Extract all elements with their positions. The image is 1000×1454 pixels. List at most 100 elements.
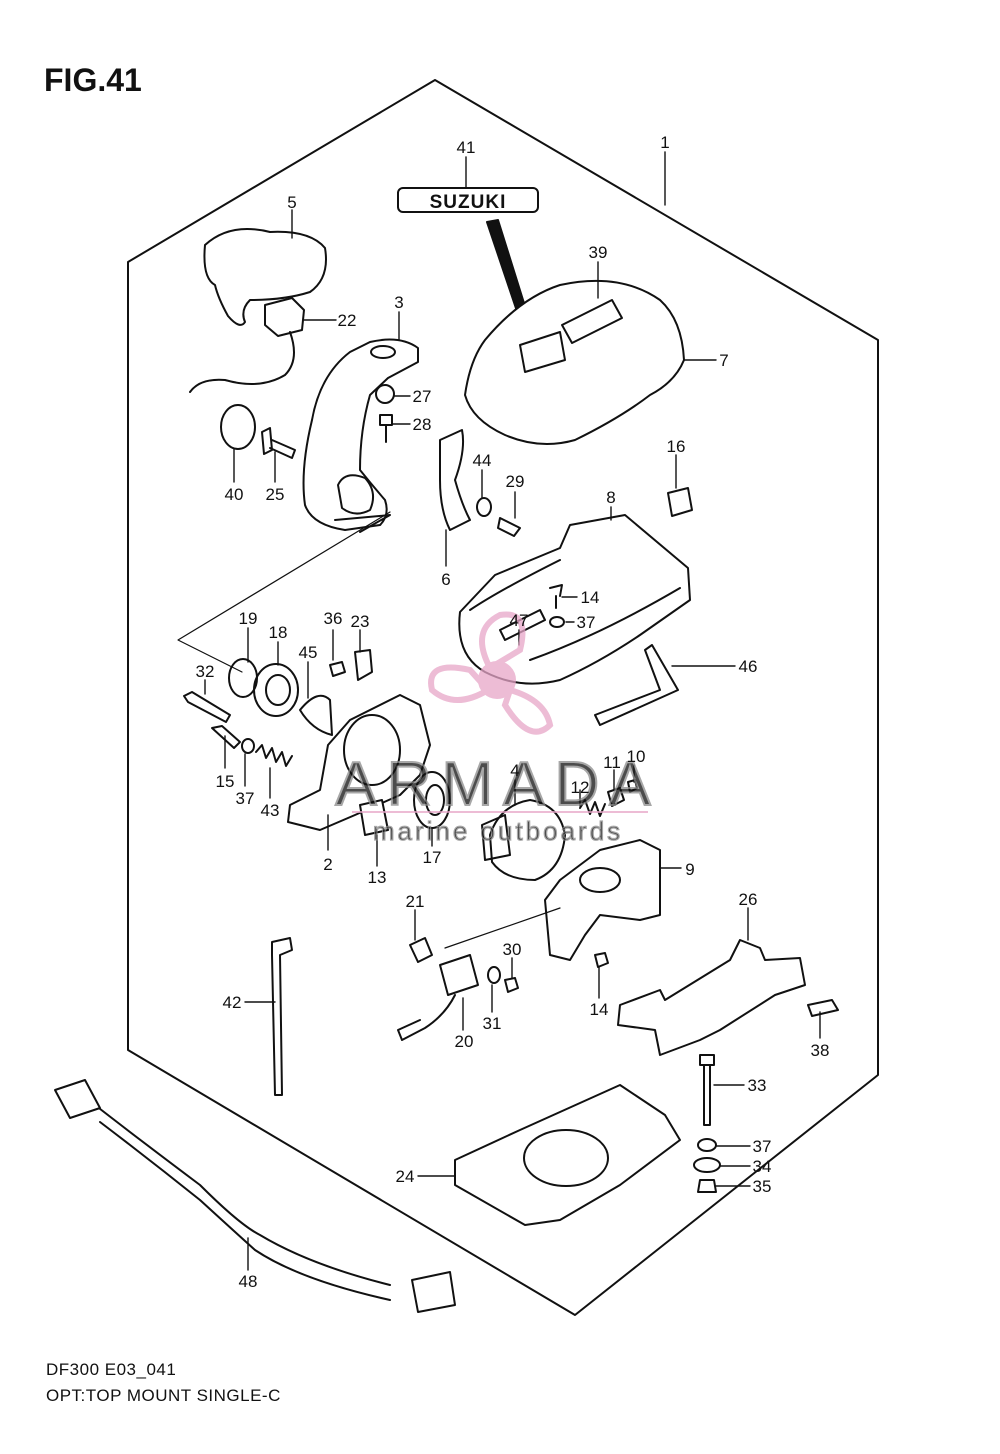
assembly-guide-lever: [177, 511, 391, 673]
callout-3: 3: [394, 293, 403, 312]
part-36-screw: [329, 661, 346, 677]
callout-4: 4: [510, 761, 519, 780]
watermark-propeller-blade-a: [479, 611, 526, 673]
callout-38: 38: [811, 1041, 830, 1060]
part-3-pivot-boss: [370, 345, 396, 359]
part-44-washer: [476, 497, 492, 517]
part-3-lever-arm: [302, 338, 419, 531]
callout-23: 23: [351, 612, 370, 631]
assembly-outline: [127, 79, 879, 1316]
part-6-bracket: [439, 429, 471, 531]
part-28-screw: [379, 414, 393, 443]
part-19-snap-ring: [228, 658, 258, 698]
part-24-center-hole: [523, 1129, 609, 1187]
callout-15: 15: [216, 772, 235, 791]
part-14a-screw: [549, 584, 563, 609]
callout-40: 40: [225, 485, 244, 504]
callout-27: 27: [413, 387, 432, 406]
callout-14a: 14: [581, 588, 600, 607]
armada-watermark: ARMADA marine outboards: [334, 611, 652, 847]
part-43-spring: [255, 744, 293, 767]
callout-16: 16: [667, 437, 686, 456]
callout-46: 46: [739, 657, 758, 676]
part-32-bolt: [183, 691, 231, 723]
part-10-pin: [627, 779, 638, 793]
callout-6: 6: [441, 570, 450, 589]
part-21-fitting: [409, 937, 433, 963]
callout-32: 32: [196, 662, 215, 681]
callout-42: 42: [223, 993, 242, 1012]
part-18-washer: [253, 663, 299, 717]
callout-31: 31: [483, 1014, 502, 1033]
callout-12: 12: [571, 778, 590, 797]
callout-28: 28: [413, 415, 432, 434]
callout-10: 10: [627, 747, 646, 766]
callout-47: 47: [510, 611, 529, 630]
part-38-bolt: [807, 999, 839, 1017]
part-20-sensor: [439, 954, 479, 996]
assembly-guide-sensor: [444, 907, 561, 949]
callout-33: 33: [748, 1076, 767, 1095]
part-16-clip: [667, 487, 693, 517]
callout-19: 19: [239, 609, 258, 628]
callout-30: 30: [503, 940, 522, 959]
part-30-screw: [504, 977, 519, 993]
part-47-strip: [499, 609, 546, 641]
part-20-lead: [397, 994, 456, 1041]
callout-29: 29: [506, 472, 525, 491]
callout-36: 36: [324, 609, 343, 628]
part-7-top-cover: [464, 279, 685, 445]
callout-11: 11: [603, 753, 621, 772]
part-15-bolt: [211, 725, 241, 749]
callout-24: 24: [396, 1167, 415, 1186]
callout-37c: 37: [753, 1137, 772, 1156]
part-29-screw: [497, 517, 521, 537]
part-17-ring-hole: [425, 784, 445, 816]
part-18-washer-hole: [265, 674, 291, 706]
part-22-wire: [189, 331, 295, 393]
watermark-propeller-blade-b: [428, 664, 493, 703]
callout-35: 35: [753, 1177, 772, 1196]
figure-code: DF300 E03_041: [46, 1360, 177, 1379]
callout-43: 43: [261, 801, 280, 820]
callout-14b: 14: [590, 1000, 609, 1019]
watermark-propeller-blade-c: [501, 686, 554, 735]
part-40-o-ring: [220, 404, 256, 450]
callout-9: 9: [685, 860, 694, 879]
part-2-bore: [343, 714, 401, 786]
part-9-frame: [544, 839, 661, 961]
part-4-pinion: [481, 814, 511, 861]
callout-26: 26: [739, 890, 758, 909]
part-33-bolt: [699, 1054, 715, 1126]
callout-8: 8: [606, 488, 615, 507]
part-9-bore: [579, 867, 621, 893]
callout-22: 22: [338, 311, 357, 330]
badge-logo-text: SUZUKI: [430, 192, 507, 213]
figure-description: OPT:TOP MOUNT SINGLE-C: [46, 1386, 281, 1405]
part-39-shift-label: [561, 299, 623, 344]
part-8-housing: [458, 514, 691, 685]
part-3-splined-hub: [337, 474, 375, 515]
part-42-cable-tie: [271, 937, 293, 1096]
part-25-bolt: [261, 427, 296, 459]
part-8-inner-edge: [469, 559, 681, 661]
part-27-washer: [375, 384, 395, 404]
part-34-washer: [693, 1157, 721, 1173]
callout-13: 13: [368, 868, 387, 887]
part-24-base-plate: [454, 1084, 681, 1226]
part-11-block: [607, 787, 625, 807]
part-13-block: [359, 799, 389, 836]
callout-45: 45: [299, 643, 318, 662]
part-48-harness: [94, 1104, 391, 1286]
callout-34: 34: [753, 1157, 772, 1176]
callout-18: 18: [269, 623, 288, 642]
callout-21: 21: [406, 892, 425, 911]
part-5-handle-grip: [203, 228, 327, 326]
figure-title: FIG.41: [44, 62, 142, 98]
callout-44: 44: [473, 451, 492, 470]
part-48-connector-a: [54, 1079, 101, 1119]
part-22-connector: [264, 297, 305, 337]
part-31-washer: [487, 966, 501, 984]
part-14b-screw: [594, 952, 609, 968]
